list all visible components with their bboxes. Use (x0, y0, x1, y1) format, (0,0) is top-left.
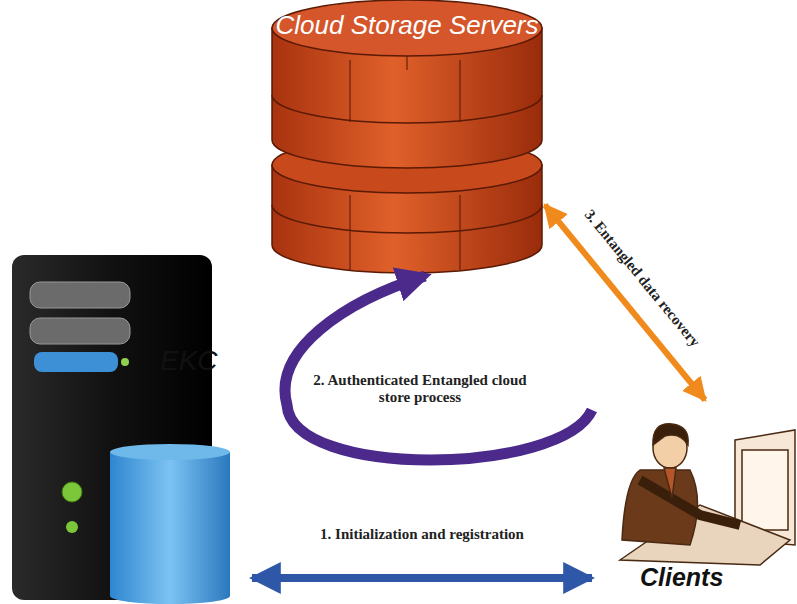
connector-arrow (285, 276, 592, 460)
connector-arrow (545, 205, 705, 400)
clients-node: Clients (592, 400, 795, 600)
ekc-node: EKC (10, 255, 252, 600)
node-label: Cloud Storage Servers (272, 10, 542, 40)
client-person (620, 424, 795, 565)
step-label: 1. Initialization and registration (272, 526, 572, 543)
step-label: 2. Authenticated Entangled cloud store p… (298, 372, 543, 406)
node-label: Clients (640, 563, 723, 592)
storage-cylinder (272, 0, 542, 273)
server-tower (12, 255, 230, 604)
step-label: 3. Entangled data recovery (566, 188, 719, 369)
node-label: EKC (160, 345, 218, 377)
storage-node: Cloud Storage Servers (272, 0, 542, 274)
connector-arrow (252, 574, 592, 582)
